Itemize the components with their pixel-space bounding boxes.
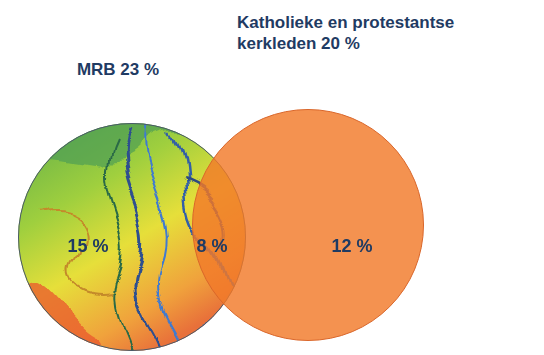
set-percent: 15 % [67, 235, 108, 258]
overlap-percent: 8 % [196, 235, 227, 258]
venn-circle-orange: Katholieke en protestantse kerkleden 20 … [192, 109, 424, 341]
set-percent: 12 % [331, 235, 372, 258]
circle-outline [192, 109, 424, 341]
set-heading: MRB 23 % [77, 59, 159, 80]
set-heading: Katholieke en protestantse kerkleden 20 … [237, 12, 482, 55]
